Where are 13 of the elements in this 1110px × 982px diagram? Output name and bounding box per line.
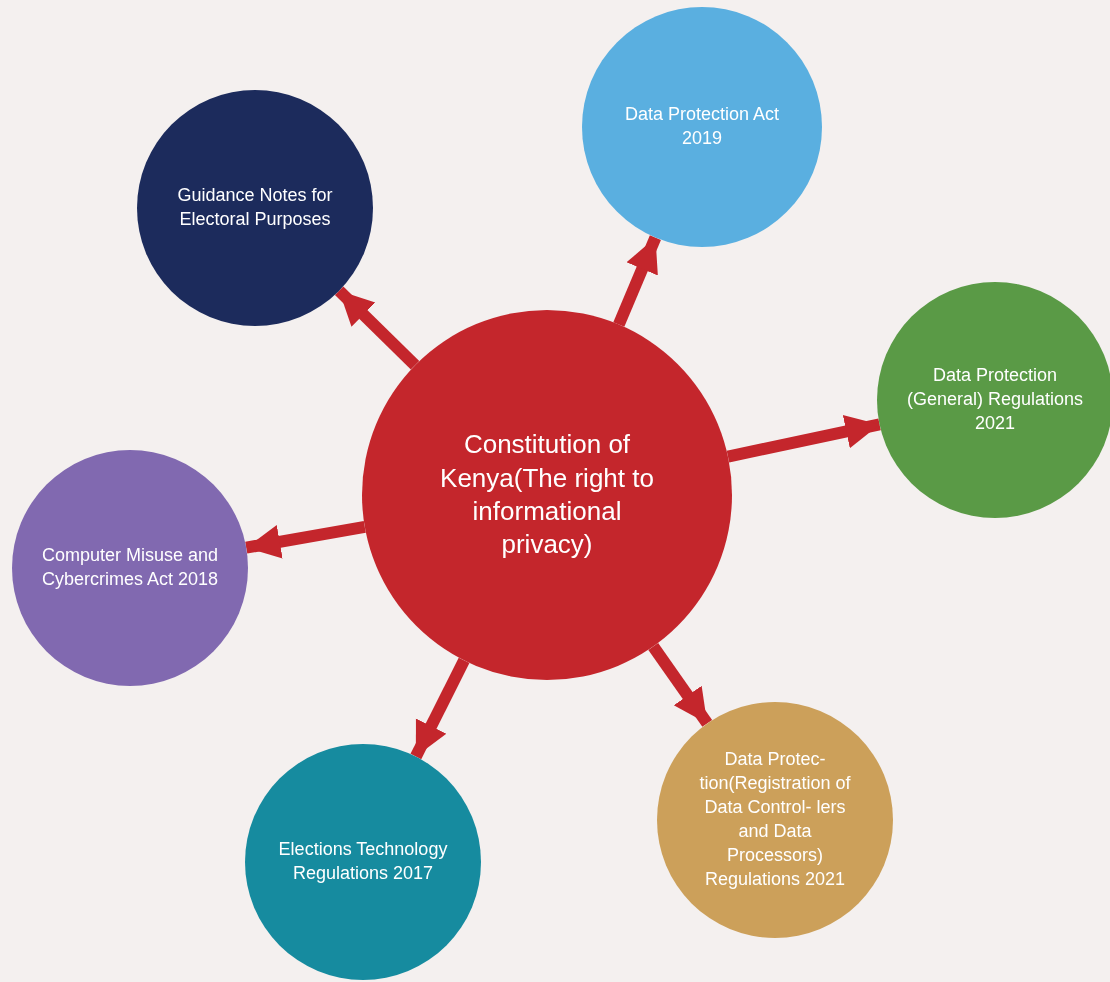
node-text: Guidance Notes for Electoral Purposes <box>176 184 334 231</box>
arrow <box>410 657 470 760</box>
arrow <box>245 521 366 559</box>
node-text: Computer Misuse and Cybercrimes Act 2018 <box>40 544 220 591</box>
arrow <box>648 643 713 727</box>
arrow <box>613 235 661 327</box>
node-text: Data Protec- tion(Registration of Data Control- lers and Data Processors) Regulations 2021 <box>698 748 852 891</box>
arrow <box>334 286 420 370</box>
node-text: Constitution of Kenya(The right to informational privacy) <box>439 428 655 562</box>
node-text: Elections Technology Regulations 2017 <box>277 838 449 885</box>
node-text: Data Protection Act 2019 <box>623 103 781 150</box>
arrow <box>726 414 881 463</box>
node-text: Data Protection (General) Regulations 2021 <box>905 364 1085 435</box>
